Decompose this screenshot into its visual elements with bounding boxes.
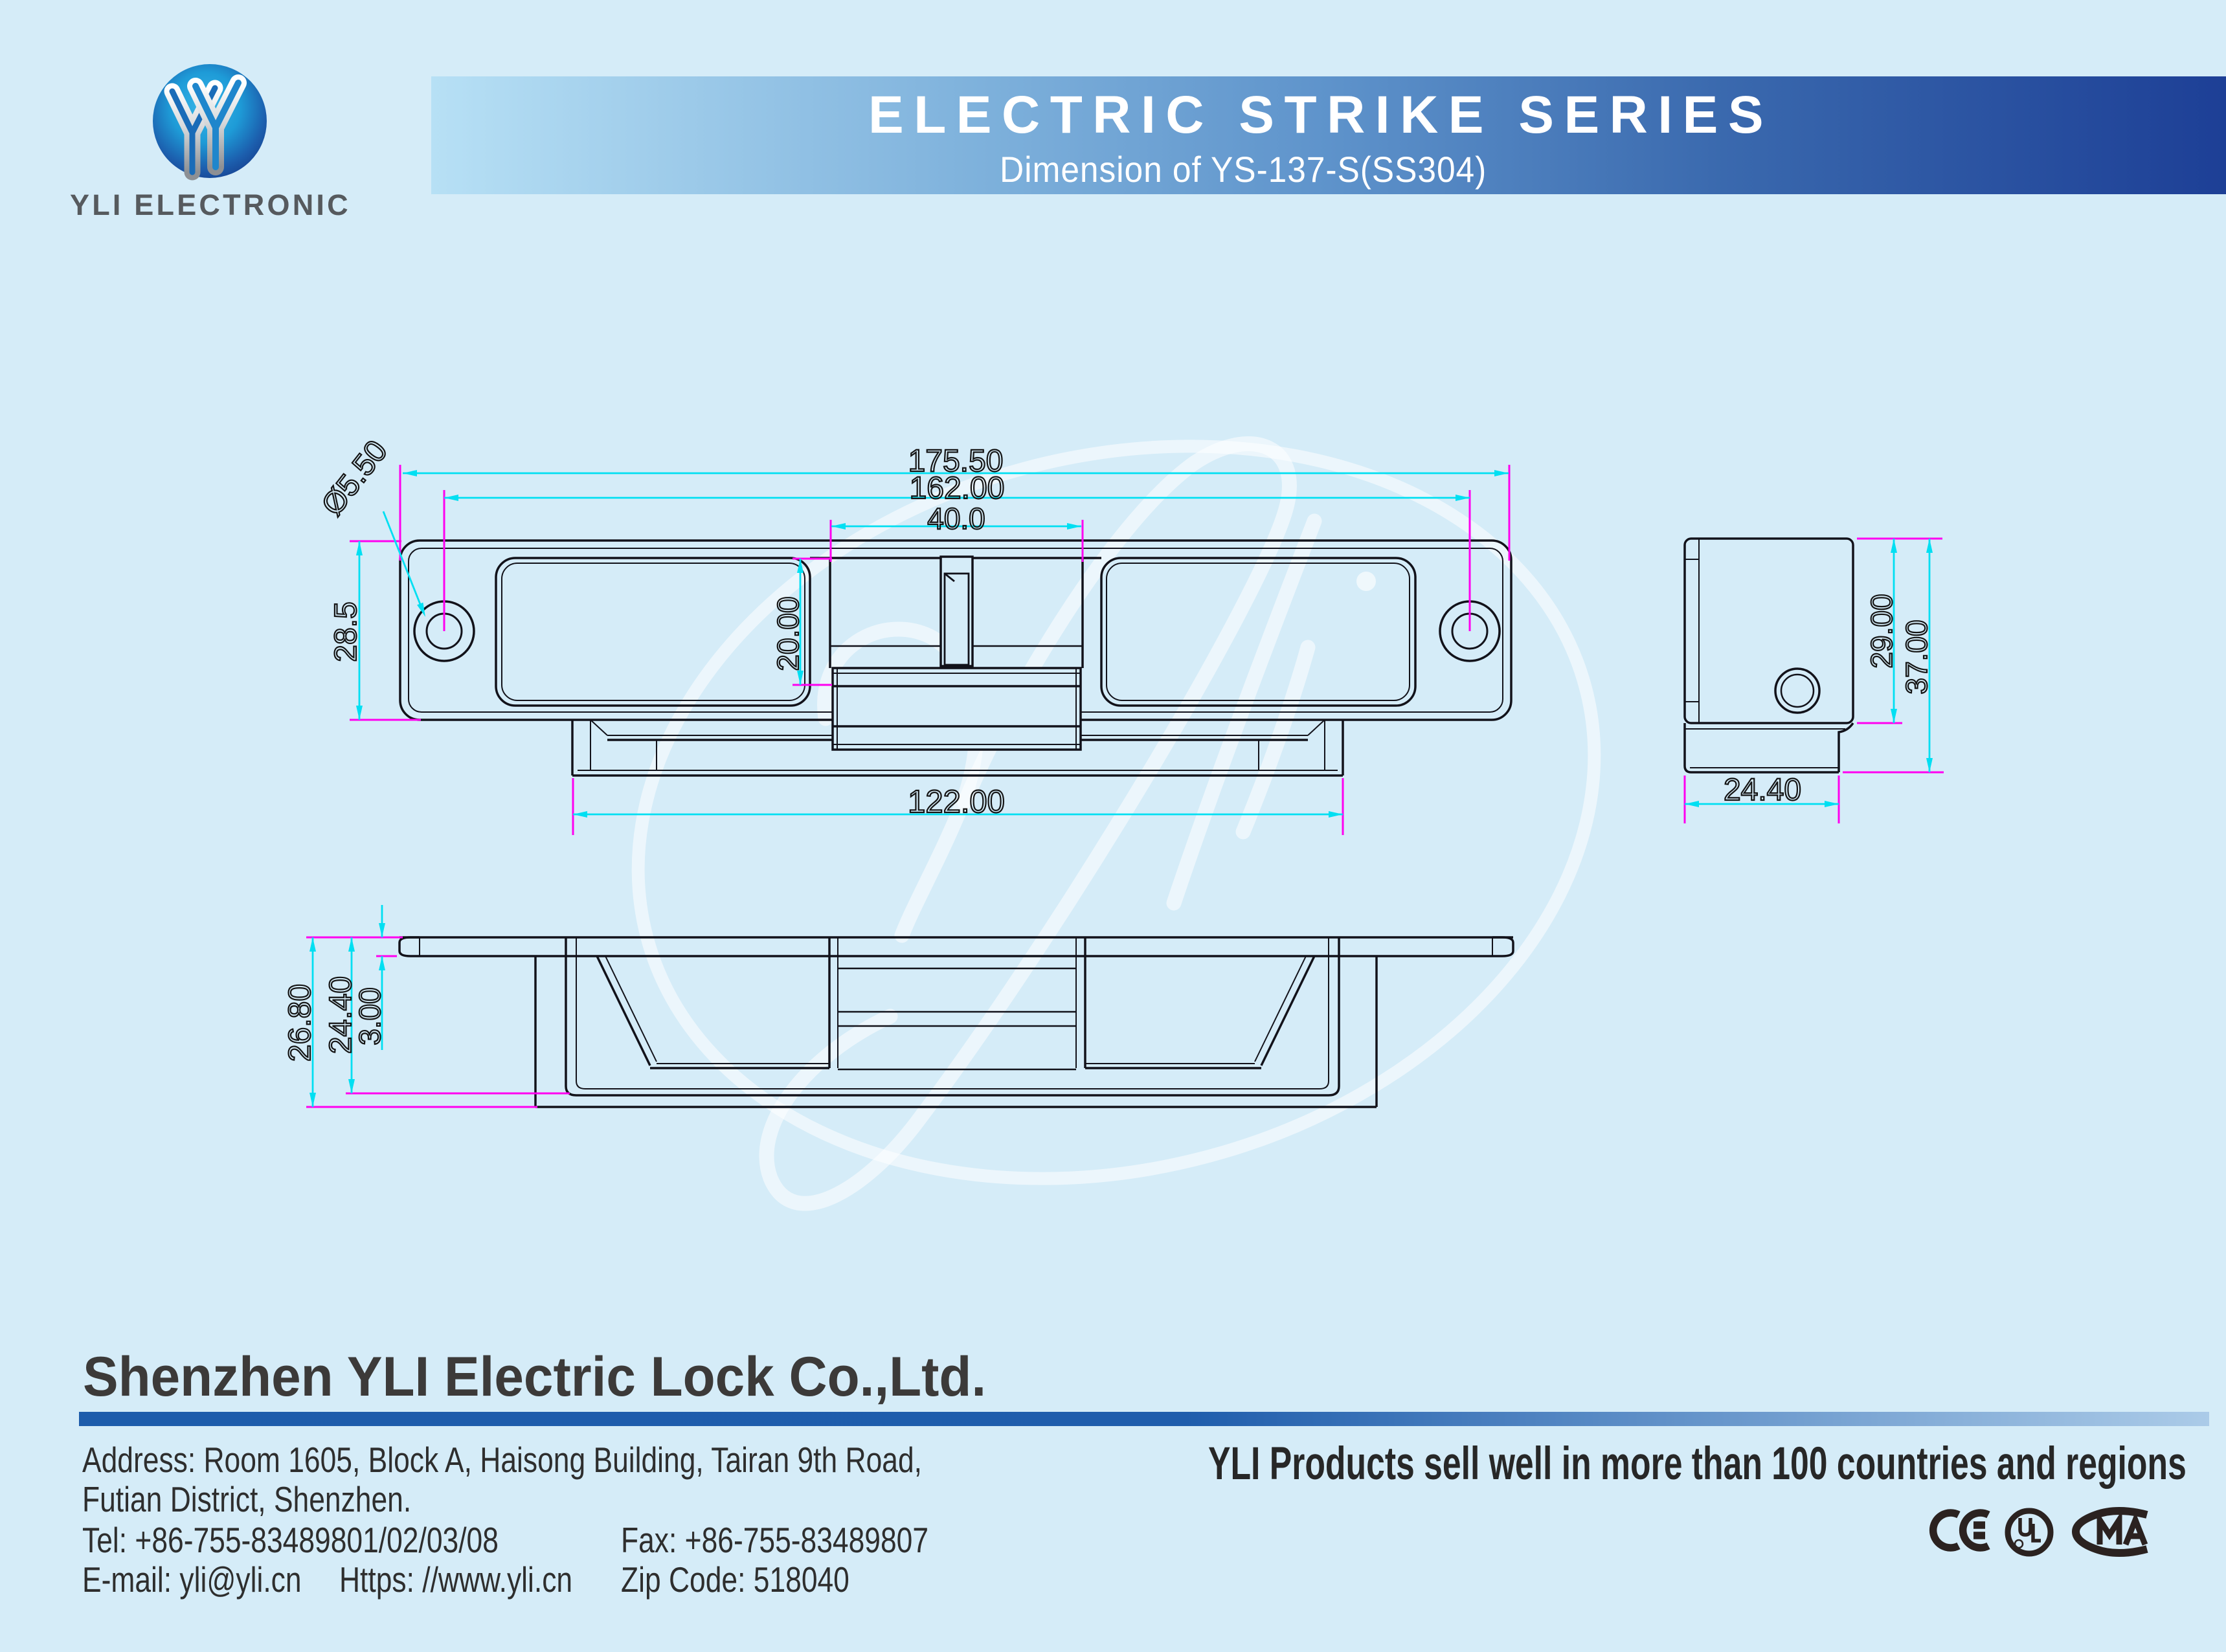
svg-text:40.0: 40.0: [927, 502, 985, 535]
svg-text:3.00: 3.00: [353, 987, 387, 1045]
svg-text:Ø5.50: Ø5.50: [315, 434, 394, 522]
svg-text:162.00: 162.00: [910, 471, 1005, 506]
svg-text:28.5: 28.5: [329, 601, 363, 662]
svg-text:37.00: 37.00: [1900, 620, 1933, 694]
svg-text:122.00: 122.00: [908, 785, 1005, 820]
svg-text:29.00: 29.00: [1865, 594, 1898, 668]
svg-text:24.40: 24.40: [324, 976, 358, 1054]
svg-text:26.80: 26.80: [283, 984, 317, 1062]
svg-text:24.40: 24.40: [1724, 773, 1801, 807]
svg-text:175.50: 175.50: [908, 444, 1004, 478]
svg-text:20.00: 20.00: [771, 596, 805, 671]
